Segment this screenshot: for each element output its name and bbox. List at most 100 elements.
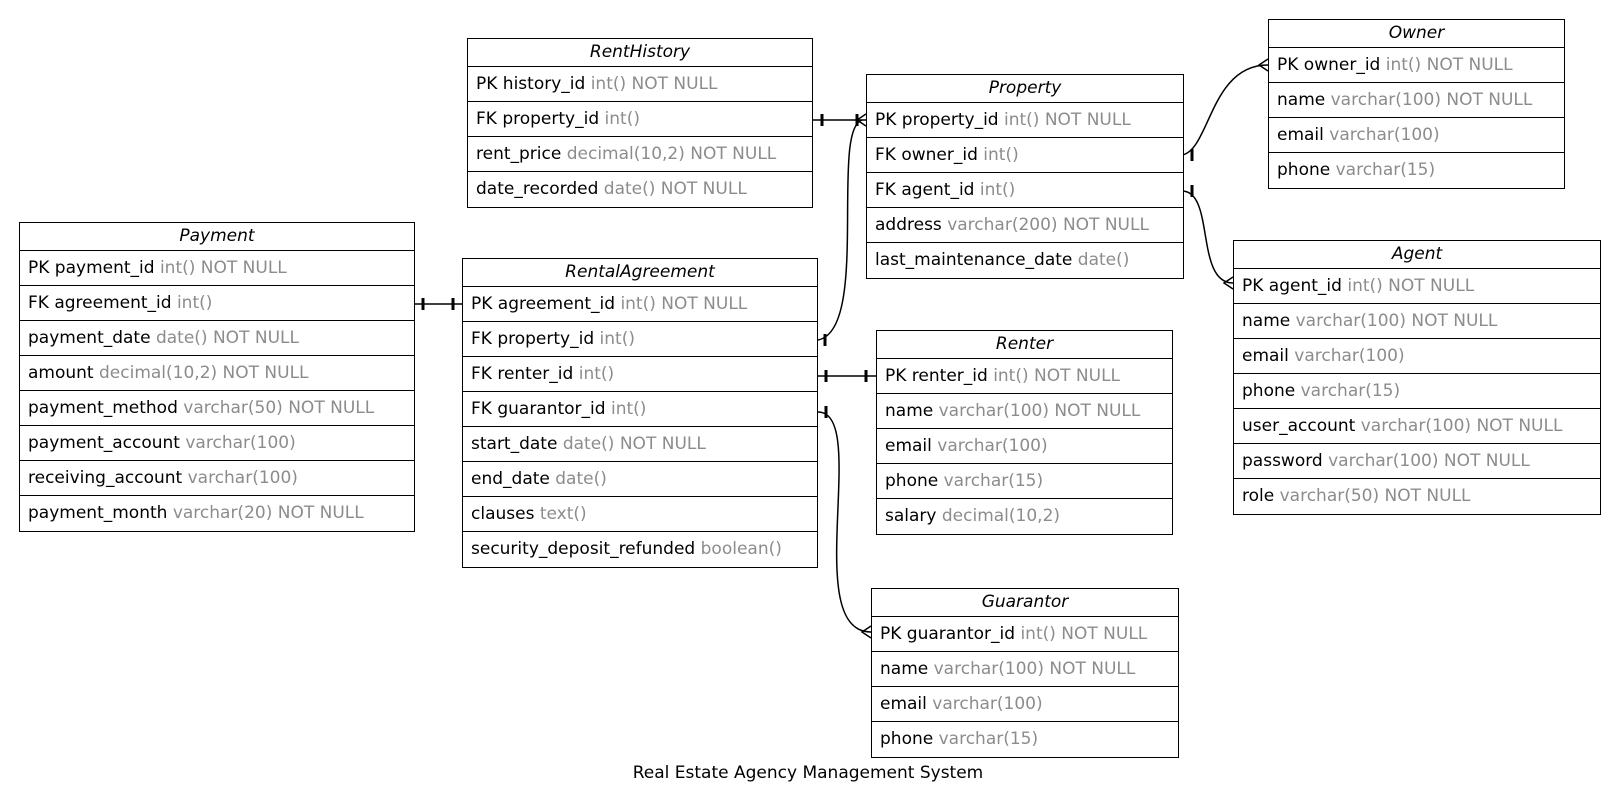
- field-name: salary: [885, 506, 937, 526]
- rel-end-crowfoot: [860, 625, 872, 639]
- field-name: phone: [885, 471, 939, 491]
- field-type: int() NOT NULL: [1004, 110, 1131, 130]
- field-name: PK agreement_id: [471, 294, 616, 314]
- entity-guarantor: Guarantor PK guarantor_id int() NOT NULL…: [871, 588, 1179, 758]
- field-row: security_deposit_refunded boolean(): [463, 532, 817, 567]
- field-row: PK payment_id int() NOT NULL: [20, 251, 414, 286]
- field-row: clauses text(): [463, 497, 817, 532]
- entity-title: Guarantor: [872, 589, 1178, 617]
- field-row: phone varchar(15): [872, 722, 1178, 757]
- field-row: address varchar(200) NOT NULL: [867, 208, 1183, 243]
- field-name: FK renter_id: [471, 364, 574, 384]
- field-type: varchar(100) NOT NULL: [933, 659, 1136, 679]
- entity-owner: Owner PK owner_id int() NOT NULL name va…: [1268, 19, 1565, 189]
- field-name: payment_month: [28, 503, 168, 523]
- field-type: date(): [555, 469, 607, 489]
- field-name: phone: [1277, 160, 1331, 180]
- field-row: email varchar(100): [877, 429, 1172, 464]
- field-name: start_date: [471, 434, 558, 454]
- field-row: amount decimal(10,2) NOT NULL: [20, 356, 414, 391]
- entity-agent: Agent PK agent_id int() NOT NULL name va…: [1233, 240, 1601, 515]
- field-name: email: [880, 694, 927, 714]
- field-type: date() NOT NULL: [603, 179, 747, 199]
- field-row: PK owner_id int() NOT NULL: [1269, 48, 1564, 83]
- field-name: FK guarantor_id: [471, 399, 606, 419]
- field-type: boolean(): [700, 539, 782, 559]
- field-name: rent_price: [476, 144, 562, 164]
- field-row: phone varchar(15): [1234, 374, 1600, 409]
- entity-property: Property PK property_id int() NOT NULL F…: [866, 74, 1184, 279]
- field-name: PK owner_id: [1277, 55, 1381, 75]
- field-row: last_maintenance_date date(): [867, 243, 1183, 278]
- field-row: FK guarantor_id int(): [463, 392, 817, 427]
- field-row: payment_method varchar(50) NOT NULL: [20, 391, 414, 426]
- field-type: int() NOT NULL: [1347, 276, 1475, 296]
- field-type: varchar(50) NOT NULL: [183, 398, 375, 418]
- field-name: PK history_id: [476, 74, 586, 94]
- field-type: decimal(10,2) NOT NULL: [99, 363, 309, 383]
- field-name: email: [885, 436, 932, 456]
- field-row: receiving_account varchar(100): [20, 461, 414, 496]
- field-type: varchar(100) NOT NULL: [1295, 311, 1498, 331]
- field-type: date() NOT NULL: [562, 434, 706, 454]
- field-name: phone: [880, 729, 934, 749]
- entity-renter: Renter PK renter_id int() NOT NULL name …: [876, 330, 1173, 535]
- field-type: varchar(200) NOT NULL: [947, 215, 1149, 235]
- field-name: PK guarantor_id: [880, 624, 1016, 644]
- entity-renthistory: RentHistory PK history_id int() NOT NULL…: [467, 38, 813, 208]
- field-row: FK property_id int(): [468, 102, 812, 137]
- field-name: end_date: [471, 469, 550, 489]
- field-type: varchar(100) NOT NULL: [938, 401, 1141, 421]
- field-type: varchar(20) NOT NULL: [172, 503, 364, 523]
- field-name: PK payment_id: [28, 258, 155, 278]
- field-type: int(): [604, 109, 640, 129]
- field-type: int(): [578, 364, 615, 384]
- rel-end-crowfoot: [1222, 276, 1234, 290]
- field-row: name varchar(100) NOT NULL: [877, 394, 1172, 429]
- rel-property-owner: [1181, 64, 1269, 156]
- field-type: varchar(100) NOT NULL: [1330, 90, 1533, 110]
- field-row: name varchar(100) NOT NULL: [872, 652, 1178, 687]
- field-name: payment_method: [28, 398, 178, 418]
- field-name: FK property_id: [476, 109, 600, 129]
- field-name: name: [880, 659, 929, 679]
- field-type: varchar(100): [932, 694, 1043, 714]
- field-type: int() NOT NULL: [620, 294, 748, 314]
- field-name: receiving_account: [28, 468, 183, 488]
- rel-end-crowfoot: [855, 113, 867, 127]
- field-row: email varchar(100): [1234, 339, 1600, 374]
- field-row: payment_account varchar(100): [20, 426, 414, 461]
- field-row: FK agreement_id int(): [20, 286, 414, 321]
- field-name: PK agent_id: [1242, 276, 1342, 296]
- entity-title: Renter: [877, 331, 1172, 359]
- rel-property-agent: [1181, 190, 1234, 284]
- field-row: name varchar(100) NOT NULL: [1234, 304, 1600, 339]
- field-type: int() NOT NULL: [159, 258, 287, 278]
- rel-agreement-property: [817, 119, 863, 341]
- field-name: payment_date: [28, 328, 151, 348]
- field-name: FK agreement_id: [28, 293, 172, 313]
- field-row: PK guarantor_id int() NOT NULL: [872, 617, 1178, 652]
- field-type: date(): [1077, 250, 1130, 270]
- field-row: password varchar(100) NOT NULL: [1234, 444, 1600, 479]
- entity-payment: Payment PK payment_id int() NOT NULL FK …: [19, 222, 415, 532]
- field-name: password: [1242, 451, 1323, 471]
- field-name: phone: [1242, 381, 1296, 401]
- entity-title: RentalAgreement: [463, 259, 817, 287]
- field-row: email varchar(100): [872, 687, 1178, 722]
- field-name: email: [1242, 346, 1289, 366]
- field-type: decimal(10,2) NOT NULL: [566, 144, 777, 164]
- field-type: varchar(100): [185, 433, 296, 453]
- field-row: PK property_id int() NOT NULL: [867, 103, 1183, 138]
- field-row: start_date date() NOT NULL: [463, 427, 817, 462]
- field-name: last_maintenance_date: [875, 250, 1073, 270]
- field-row: PK history_id int() NOT NULL: [468, 67, 812, 102]
- field-type: varchar(15): [938, 729, 1039, 749]
- field-row: FK property_id int(): [463, 322, 817, 357]
- diagram-title: Real Estate Agency Management System: [632, 763, 984, 783]
- entity-title: Property: [867, 75, 1183, 103]
- field-type: varchar(100): [1294, 346, 1405, 366]
- field-name: email: [1277, 125, 1324, 145]
- field-type: varchar(15): [1335, 160, 1436, 180]
- entity-title: Owner: [1269, 20, 1564, 48]
